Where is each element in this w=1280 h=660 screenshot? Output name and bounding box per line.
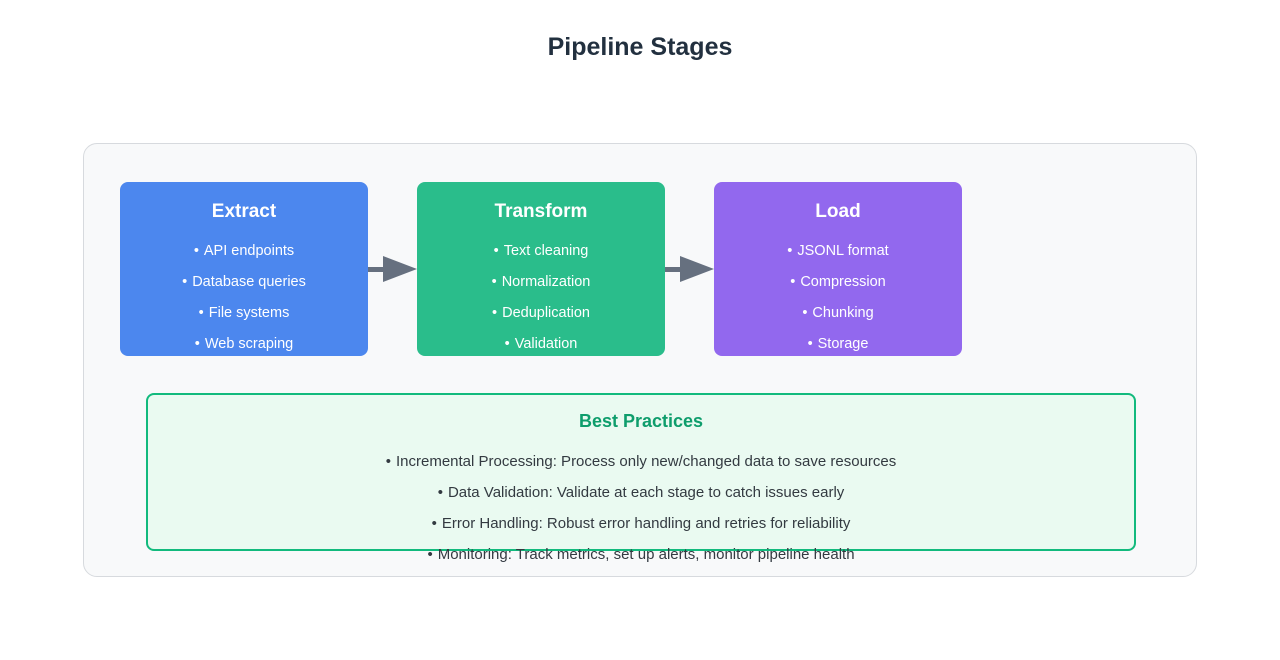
pipeline-card: Extract •API endpoints •Database queries… — [83, 143, 1197, 577]
bullet-icon: • — [193, 243, 199, 259]
stage-item-label: Validation — [514, 336, 578, 352]
bullet-icon: • — [431, 515, 437, 532]
bullet-icon: • — [491, 274, 497, 290]
stage-item-label: API endpoints — [203, 243, 295, 259]
bullet-icon: • — [437, 484, 443, 501]
stage-item: •Compression — [714, 267, 962, 298]
best-practice-label: Monitoring: Track metrics, set up alerts… — [437, 546, 855, 563]
arrow-line — [368, 266, 383, 272]
best-practice-label: Incremental Processing: Process only new… — [395, 453, 897, 470]
bullet-icon: • — [807, 336, 813, 352]
stage-item-label: Compression — [800, 274, 886, 290]
best-practice-label: Data Validation: Validate at each stage … — [447, 484, 845, 501]
stage-item-label: Database queries — [192, 274, 306, 290]
stage-item: •Database queries — [120, 267, 368, 298]
stage-item: •Storage — [714, 329, 962, 360]
arrow-line — [665, 266, 680, 272]
bullet-icon: • — [182, 274, 188, 290]
best-practice-label: Error Handling: Robust error handling an… — [441, 515, 851, 532]
page-title: Pipeline Stages — [547, 33, 733, 61]
stage-title-load: Load — [815, 201, 861, 222]
stages-row: Extract •API endpoints •Database queries… — [120, 182, 962, 356]
stage-item: •Deduplication — [417, 298, 665, 329]
bullet-icon: • — [198, 305, 204, 321]
stage-item-label: Web scraping — [204, 336, 294, 352]
bullet-icon: • — [802, 305, 808, 321]
stage-item-label: JSONL format — [797, 243, 889, 259]
best-practice-item: •Incremental Processing: Process only ne… — [148, 446, 1134, 477]
stage-item: •File systems — [120, 298, 368, 329]
bullet-icon: • — [385, 453, 391, 470]
bullet-icon: • — [492, 305, 498, 321]
best-practices-title: Best Practices — [578, 411, 704, 431]
best-practice-item: •Error Handling: Robust error handling a… — [148, 508, 1134, 539]
bullet-icon: • — [427, 546, 433, 563]
stage-item: •Chunking — [714, 298, 962, 329]
best-practices-panel: Best Practices •Incremental Processing: … — [146, 393, 1136, 563]
stage-item: •Normalization — [417, 267, 665, 298]
stage-item-label: Chunking — [812, 305, 874, 321]
stage-item-label: Storage — [817, 336, 869, 352]
bullet-icon: • — [493, 243, 499, 259]
stage-item-label: File systems — [208, 305, 290, 321]
arrow-right-icon — [368, 256, 417, 282]
bullet-icon: • — [504, 336, 510, 352]
bullet-icon: • — [790, 274, 796, 290]
stage-title-extract: Extract — [211, 201, 277, 222]
stage-item-label: Deduplication — [502, 305, 590, 321]
arrow-head — [383, 256, 417, 282]
stage-item: •Validation — [417, 329, 665, 360]
arrow-head — [680, 256, 714, 282]
stage-title-transform: Transform — [494, 201, 588, 222]
best-practice-item: •Monitoring: Track metrics, set up alert… — [148, 539, 1134, 570]
stage-item: •API endpoints — [120, 236, 368, 267]
bullet-icon: • — [787, 243, 793, 259]
bullet-icon: • — [194, 336, 200, 352]
stage-item: •JSONL format — [714, 236, 962, 267]
stage-item: •Text cleaning — [417, 236, 665, 267]
stage-extract: Extract •API endpoints •Database queries… — [120, 182, 368, 356]
stage-transform: Transform •Text cleaning •Normalization … — [417, 182, 665, 356]
stage-load: Load •JSONL format •Compression •Chunkin… — [714, 182, 962, 356]
arrow-right-icon — [665, 256, 714, 282]
stage-item-label: Text cleaning — [503, 243, 589, 259]
stage-item: •Web scraping — [120, 329, 368, 360]
stage-item-label: Normalization — [501, 274, 591, 290]
best-practice-item: •Data Validation: Validate at each stage… — [148, 477, 1134, 508]
